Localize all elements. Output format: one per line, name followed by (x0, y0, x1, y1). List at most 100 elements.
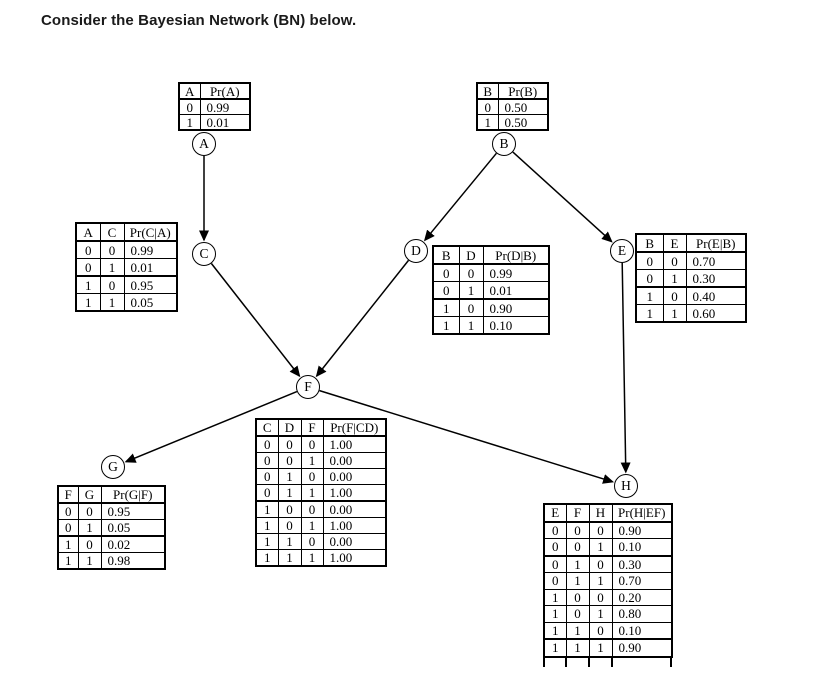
prob-value: 0.30 (685, 269, 747, 288)
prob-value: 0.00 (322, 452, 387, 469)
state-value: 1 (543, 638, 567, 657)
edge-F-to-H (319, 389, 615, 484)
edge-E-to-H (620, 262, 631, 474)
state-value: 0 (565, 588, 590, 606)
node-C: C (192, 242, 216, 266)
state-value: 1 (565, 638, 590, 657)
state-value: 0 (565, 538, 590, 556)
state-value: 0 (57, 519, 79, 537)
cpt-D-header-1: D (458, 245, 484, 265)
cpt-C-header-2: Pr(C|A) (123, 222, 178, 242)
state-value: 1 (57, 535, 79, 553)
state-value: 0 (277, 517, 302, 534)
cpt-H-cutoff-row-stub (543, 658, 672, 667)
page-title: Consider the Bayesian Network (BN) below… (41, 12, 357, 29)
cpt-F-header-1: D (277, 418, 302, 437)
prob-value: 0.20 (611, 588, 673, 606)
cpt-A-header-0: A (178, 82, 201, 100)
prob-value: 0.95 (123, 275, 178, 294)
state-value: 0 (255, 484, 279, 502)
state-value: 1 (300, 549, 324, 567)
stub-line (588, 658, 590, 667)
state-value: 1 (300, 452, 324, 469)
state-value: 0 (476, 98, 499, 115)
state-value: 1 (565, 621, 590, 640)
state-value: 0 (57, 502, 79, 520)
prob-value: 1.00 (322, 517, 387, 534)
cpt-F-header-3: Pr(F|CD) (322, 418, 387, 437)
state-value: 1 (635, 286, 664, 305)
prob-value: 0.00 (322, 533, 387, 550)
cpt-G-header-0: F (57, 485, 79, 504)
state-value: 1 (458, 316, 484, 335)
node-F: F (296, 375, 320, 399)
state-value: 0 (432, 281, 460, 300)
state-value: 0 (588, 621, 613, 640)
state-value: 1 (476, 114, 499, 131)
state-value: 1 (543, 605, 567, 623)
prob-value: 0.50 (497, 98, 549, 115)
prob-value: 0.05 (123, 293, 178, 312)
state-value: 0 (75, 258, 101, 277)
state-value: 0 (178, 98, 201, 115)
node-B: B (492, 132, 516, 156)
state-value: 1 (277, 484, 302, 502)
state-value: 1 (255, 549, 279, 567)
node-H: H (614, 474, 638, 498)
cpt-E-header-0: B (635, 233, 664, 253)
state-value: 0 (543, 554, 567, 573)
prob-value: 0.01 (123, 258, 178, 277)
prob-value: 0.90 (611, 521, 673, 539)
state-value: 0 (277, 435, 302, 453)
state-value: 1 (588, 572, 613, 590)
state-value: 1 (300, 484, 324, 502)
cpt-H-header-0: E (543, 503, 567, 523)
cpt-C-header-1: C (99, 222, 125, 242)
prob-value: 0.95 (100, 502, 166, 520)
state-value: 0 (300, 500, 324, 518)
state-value: 1 (178, 114, 201, 131)
state-value: 1 (565, 572, 590, 590)
cpt-D-header-2: Pr(D|B) (482, 245, 550, 265)
state-value: 0 (635, 269, 664, 288)
cpt-G-header-2: Pr(G|F) (100, 485, 166, 504)
state-value: 1 (75, 293, 101, 312)
state-value: 1 (565, 554, 590, 573)
edge-B-to-D (423, 152, 497, 242)
state-value: 1 (99, 258, 125, 277)
prob-value: 0.01 (199, 114, 251, 131)
prob-value: 1.00 (322, 484, 387, 502)
state-value: 1 (662, 269, 687, 288)
state-value: 1 (543, 621, 567, 640)
state-value: 0 (277, 500, 302, 518)
state-value: 1 (543, 588, 567, 606)
cpt-F-header-0: C (255, 418, 279, 437)
